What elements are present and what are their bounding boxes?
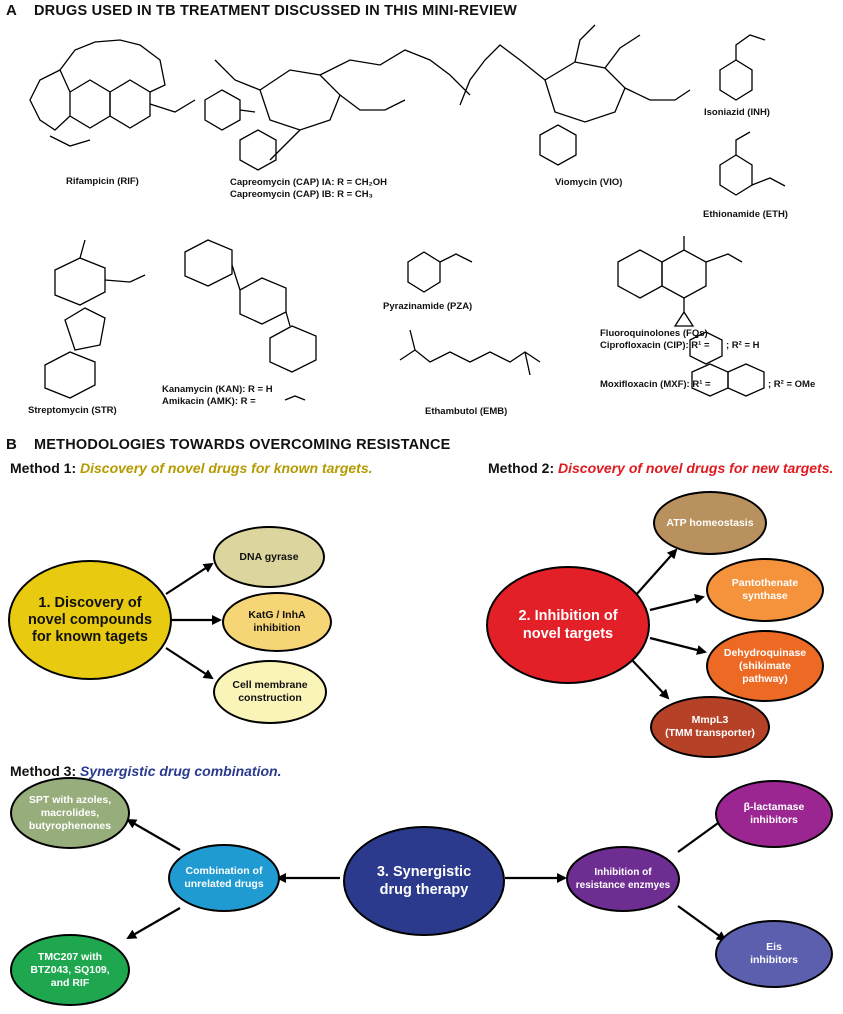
node-mmpl3: MmpL3(TMM transporter)	[650, 696, 770, 758]
ethionamide-structure	[719, 131, 786, 196]
label-streptomycin: Streptomycin (STR)	[28, 405, 117, 416]
r-group-structures	[284, 331, 765, 401]
method-3-prefix: Method 3:	[10, 763, 77, 779]
node-dna-gyrase: DNA gyrase	[213, 526, 325, 588]
label-ciprofloxacin-r2: ; R² = H	[726, 340, 760, 351]
label-rifampicin: Rifampicin (RIF)	[66, 176, 139, 187]
label-pyrazinamide: Pyrazinamide (PZA)	[383, 301, 473, 312]
arrow-to-dehydroquinase	[649, 636, 707, 655]
arrow-to-tmc207	[126, 907, 181, 939]
fluoroquinolone-structure	[617, 236, 743, 327]
label-ciprofloxacin: Ciprofloxacin (CIP): R¹ =	[600, 340, 710, 351]
viomycin-structure	[459, 24, 691, 166]
pyrazinamide-structure	[407, 251, 473, 293]
label-kanamycin: Kanamycin (KAN): R = H	[162, 384, 273, 395]
method-1-prefix: Method 1:	[10, 460, 77, 476]
arrow-to-dna-gyrase	[165, 562, 214, 595]
section-b-title: METHODOLOGIES TOWARDS OVERCOMING RESISTA…	[34, 437, 451, 453]
kanamycin-structure	[184, 239, 317, 373]
method-1-heading: Method 1: Discovery of novel drugs for k…	[10, 460, 373, 476]
method-3-text: Synergistic drug combination.	[80, 763, 282, 779]
arrow-to-atp	[634, 548, 678, 597]
label-fluoroquinolones: Fluoroquinolones (FQs)	[600, 328, 708, 339]
node-atp-homeostasis: ATP homeostasis	[653, 491, 767, 555]
label-moxifloxacin-r2: ; R² = OMe	[768, 379, 816, 390]
arrow-to-spt	[126, 819, 181, 851]
label-moxifloxacin: Moxifloxacin (MXF): R¹ =	[600, 379, 711, 390]
method-2-text: Discovery of novel drugs for new targets…	[558, 460, 834, 476]
section-b-letter: B	[6, 436, 17, 453]
method-3-heading: Method 3: Synergistic drug combination.	[10, 763, 281, 779]
label-isoniazid: Isoniazid (INH)	[704, 107, 770, 118]
arrow-to-cell-membrane	[165, 647, 214, 680]
capreomycin-structure	[214, 49, 471, 171]
label-capreomycin-ib: Capreomycin (CAP) IB: R = CH₃	[230, 189, 373, 200]
rifampicin-structure	[29, 39, 256, 147]
label-amikacin: Amikacin (AMK): R =	[162, 396, 256, 407]
streptomycin-structure	[44, 239, 146, 399]
node-spt-azoles: SPT with azoles,macrolides,butyrophenone…	[10, 777, 130, 849]
label-ethionamide: Ethionamide (ETH)	[703, 209, 788, 220]
arrow-to-mmpl3	[631, 659, 670, 700]
label-viomycin: Viomycin (VIO)	[555, 177, 623, 188]
method-2-heading: Method 2: Discovery of novel drugs for n…	[488, 460, 833, 476]
isoniazid-structure	[719, 34, 766, 101]
label-ethambutol: Ethambutol (EMB)	[425, 406, 508, 417]
arrow-to-pantothenate	[649, 594, 705, 612]
section-a-letter: A	[6, 2, 17, 19]
section-a-title: DRUGS USED IN TB TREATMENT DISCUSSED IN …	[34, 3, 518, 19]
ethambutol-structure	[399, 329, 541, 376]
chemical-structures	[29, 24, 786, 401]
label-capreomycin-ia: Capreomycin (CAP) IA: R = CH₂OH	[230, 177, 388, 188]
arrow-to-eis	[677, 905, 727, 942]
method-2-prefix: Method 2:	[488, 460, 555, 476]
method-1-text: Discovery of novel drugs for known targe…	[80, 460, 373, 476]
